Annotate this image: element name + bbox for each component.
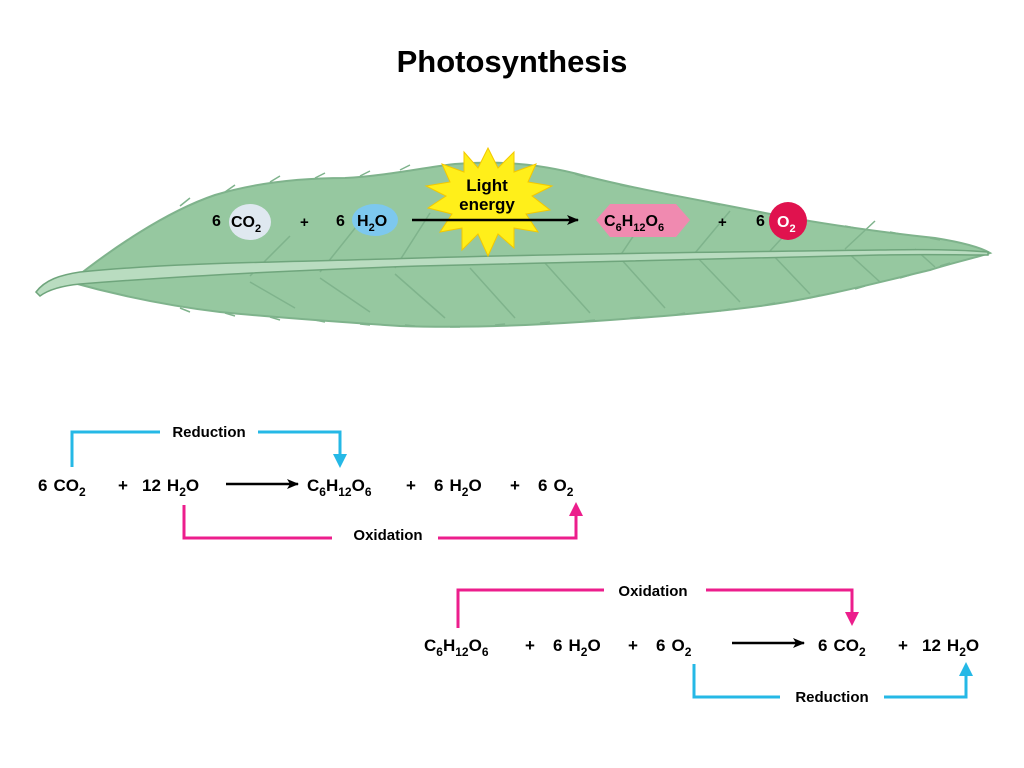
eq2-plus-b: + (628, 636, 638, 655)
leaf-blade (67, 161, 993, 328)
eq2-reduction-arrowhead (959, 662, 973, 676)
eq1-reduction-bracket (70, 430, 342, 467)
eq1-reduction-arrowhead (333, 454, 347, 468)
o2-bubble (769, 202, 807, 240)
page-title: Photosynthesis (396, 44, 628, 79)
eq2-reduction-bracket (692, 664, 968, 699)
leaf-serrations (179, 164, 951, 328)
leaf-illustration: 6 CO2 + 6 H2O Light energy C6H12O6 + 6 O… (35, 146, 993, 328)
light-label-line2: energy (459, 195, 515, 214)
leaf-plus-1: + (300, 214, 309, 231)
eq2-plus-a: + (525, 636, 535, 655)
leaf-co2-coef: 6 (212, 213, 221, 230)
eq1-plus-a: + (118, 476, 128, 495)
eq2-reduction-label: Reduction (795, 689, 868, 706)
h2o-bubble (352, 204, 398, 236)
eq1-oxidation-arrowhead (569, 502, 583, 516)
eq1-reduction-label: Reduction (172, 424, 245, 441)
leaf-o2-formula: O2 (777, 214, 796, 235)
leaf-h2o-coef: 6 (336, 213, 345, 230)
eq2-oxidation-label: Oxidation (618, 583, 687, 600)
leaf-stem (35, 248, 989, 297)
leaf-plus-2: + (718, 214, 727, 231)
leaf-h2o-formula: H2O (357, 213, 387, 234)
eq1-oxidation-bracket (182, 505, 578, 540)
eq2-oxidation-bracket (456, 588, 854, 628)
light-energy-burst (424, 146, 554, 258)
light-label-line1: Light (466, 176, 508, 195)
eq2-oxidation-arrowhead (845, 612, 859, 626)
eq2-glucose: C6H12O6 (424, 636, 489, 659)
leaf-co2-formula: CO2 (231, 214, 261, 235)
leaf-glucose-formula: C6H12O6 (604, 213, 664, 234)
eq1-glucose: C6H12O6 (307, 476, 372, 499)
eq2-plus-c: + (898, 636, 908, 655)
co2-bubble (229, 204, 271, 240)
leaf-o2-coef: 6 (756, 213, 765, 230)
eq1-oxidation-label: Oxidation (353, 527, 422, 544)
glucose-hexagon (596, 204, 690, 237)
eq1-plus-b: + (406, 476, 416, 495)
eq1-plus-c: + (510, 476, 520, 495)
